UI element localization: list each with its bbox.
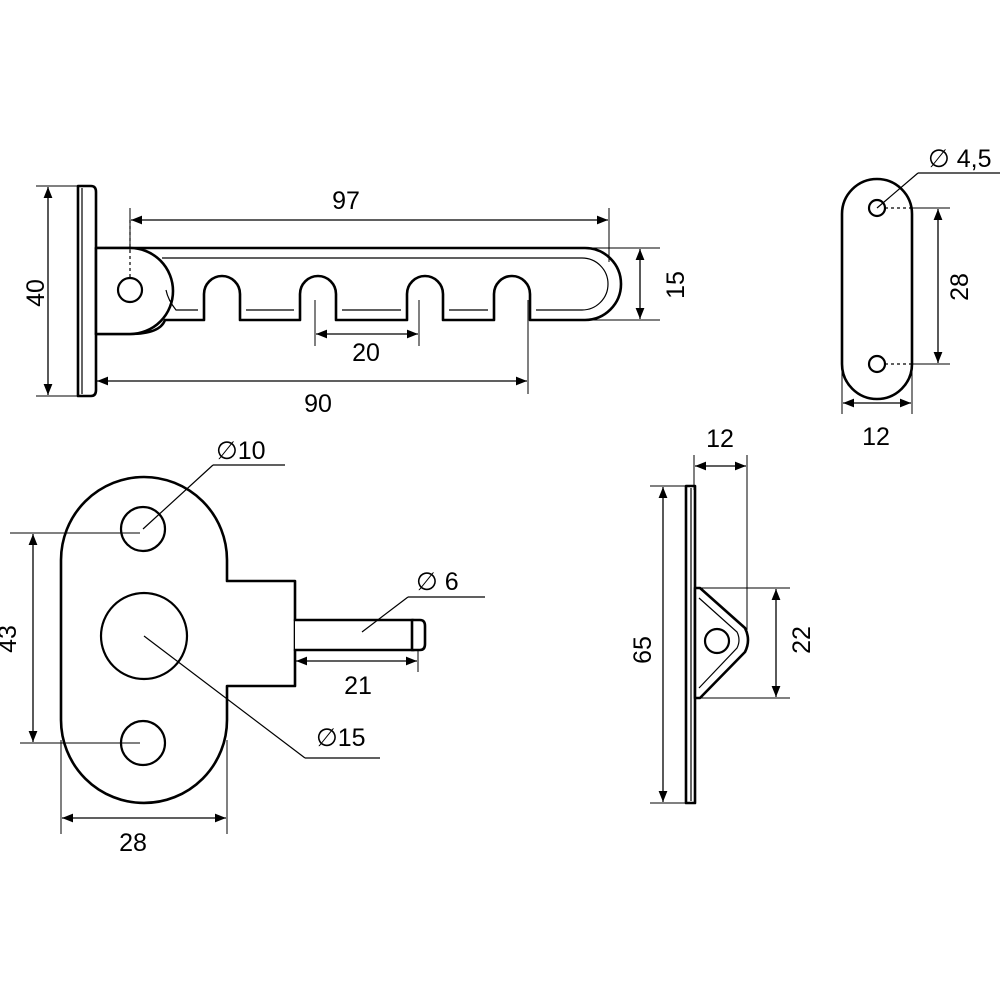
dim-arm-width: 15 xyxy=(662,271,690,299)
dim-notch-pitch: 20 xyxy=(352,339,380,367)
dim-arm-length-top: 97 xyxy=(332,187,360,215)
dim-pin-dia: ∅ 6 xyxy=(416,568,459,596)
dim-bracket-length: 65 xyxy=(629,636,657,664)
dim-pin-length: 21 xyxy=(344,672,372,700)
strike-plate-view: ∅ 4,5 28 12 xyxy=(840,145,1000,451)
base-plate-pin-head xyxy=(410,618,427,652)
base-plate-view: ∅10 ∅15 ∅ 6 43 21 28 xyxy=(0,437,485,857)
dim-base-hole-small-dia: ∅10 xyxy=(216,437,266,465)
dim-base-width: 28 xyxy=(119,829,147,857)
dim-arm-length-bottom: 90 xyxy=(304,390,332,418)
bracket-lug-hole xyxy=(703,627,731,655)
arm-body xyxy=(94,246,623,336)
arm-inner-contour xyxy=(162,257,609,311)
bracket-view: 12 65 22 xyxy=(629,425,816,805)
arm-pivot-hole xyxy=(116,276,144,304)
dim-plate-hole-dia: ∅ 4,5 xyxy=(928,145,991,173)
dim-bracket-lug-height: 22 xyxy=(788,626,816,654)
dim-bracket-depth: 12 xyxy=(706,425,734,453)
dim-arm-height: 40 xyxy=(22,279,50,307)
dim-plate-hole-spacing: 28 xyxy=(946,273,974,301)
arm-flange xyxy=(76,184,98,398)
dim-base-hole-spacing: 43 xyxy=(0,625,22,653)
stay-arm-view: 97 40 15 20 90 xyxy=(22,184,690,418)
dim-plate-width: 12 xyxy=(862,423,890,451)
base-plate-pin xyxy=(293,618,420,652)
dim-base-hole-large-dia: ∅15 xyxy=(316,724,366,752)
strike-plate-hole-bottom xyxy=(867,354,887,374)
